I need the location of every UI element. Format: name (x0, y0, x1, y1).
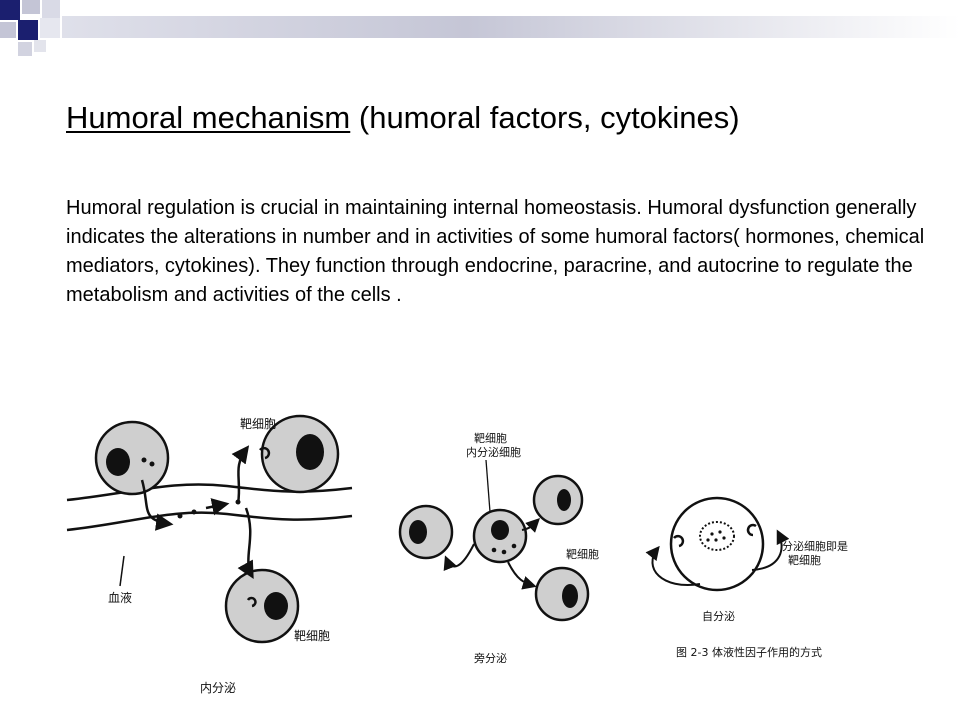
cell-nucleus (699, 521, 735, 551)
label-blood: 血液 (108, 590, 132, 605)
cell-nucleus (296, 434, 324, 470)
receptor-icon (246, 596, 257, 608)
deco-square (34, 40, 46, 52)
receptor-icon (673, 534, 685, 548)
deco-square (0, 0, 20, 20)
caption-endocrine: 内分泌 (200, 681, 236, 695)
figure-caption: 图 2-3 体液性因子作用的方式 (676, 645, 822, 659)
autocrine-loop-arrow (645, 545, 701, 586)
hormone-dot (141, 457, 147, 463)
autocrine-loop-arrow (751, 529, 790, 571)
cell-nucleus (409, 520, 427, 544)
flow-arrow (205, 498, 230, 516)
cell-nucleus (557, 489, 571, 511)
caption-autocrine: 自分泌 (702, 610, 735, 623)
label-target-cell-top: 靶细胞 (240, 417, 276, 431)
deco-square (42, 0, 60, 18)
humoral-mechanism-figure: 靶细胞 血液 靶细胞 内分泌 靶细胞 内分泌细胞 靶细胞 旁分泌 分泌细胞即是 (66, 414, 848, 695)
target-cell-bottom (224, 568, 300, 644)
leader-line (119, 555, 125, 587)
receptor-icon (746, 523, 757, 537)
leader-line (485, 459, 491, 513)
paracrine-arrow (507, 561, 537, 590)
endocrine-panel: 靶细胞 血液 靶细胞 内分泌 (66, 414, 353, 695)
cell-nucleus (264, 592, 288, 620)
vessel-wall-lower (66, 511, 353, 532)
to-target-arrow (237, 507, 254, 580)
label-target-cell: 靶细胞 (474, 432, 507, 445)
label-autocrine-line1: 分泌细胞即是 (782, 540, 848, 553)
slide-paragraph: Humoral regulation is crucial in maintai… (66, 197, 925, 306)
target-cell-lower (534, 566, 590, 622)
label-secreting-cell: 内分泌细胞 (466, 445, 521, 459)
cell-nucleus (106, 448, 130, 476)
header-decoration (0, 0, 960, 56)
label-target-cell-bottom: 靶细胞 (294, 629, 330, 643)
cell-nucleus (491, 520, 509, 540)
caption-paracrine: 旁分泌 (474, 651, 507, 665)
header-gradient-band (62, 16, 960, 38)
label-autocrine-line2: 靶细胞 (788, 554, 821, 567)
slide-title: Humoral mechanism (humoral factors, cyto… (66, 100, 740, 136)
label-target-cell-right: 靶细胞 (566, 548, 599, 561)
paracrine-arrow (521, 518, 540, 533)
autocrine-panel: 分泌细胞即是 靶细胞 自分泌 (645, 496, 848, 623)
slide-title-underlined: Humoral mechanism (66, 100, 351, 135)
deco-square (18, 42, 32, 56)
deco-square (22, 0, 40, 14)
deco-square (0, 22, 16, 38)
slide-title-rest: (humoral factors, cytokines) (350, 100, 740, 135)
to-target-arrow (231, 445, 250, 505)
paracrine-arrow (443, 543, 475, 572)
deco-square (40, 18, 60, 38)
receptor-icon (259, 446, 271, 460)
secretion-arrow (140, 479, 174, 531)
secreting-cell (94, 420, 170, 496)
hormone-dot (149, 461, 155, 467)
paracrine-panel: 靶细胞 内分泌细胞 靶细胞 旁分泌 (398, 432, 599, 665)
cell-nucleus (562, 584, 578, 608)
deco-square (18, 20, 38, 40)
